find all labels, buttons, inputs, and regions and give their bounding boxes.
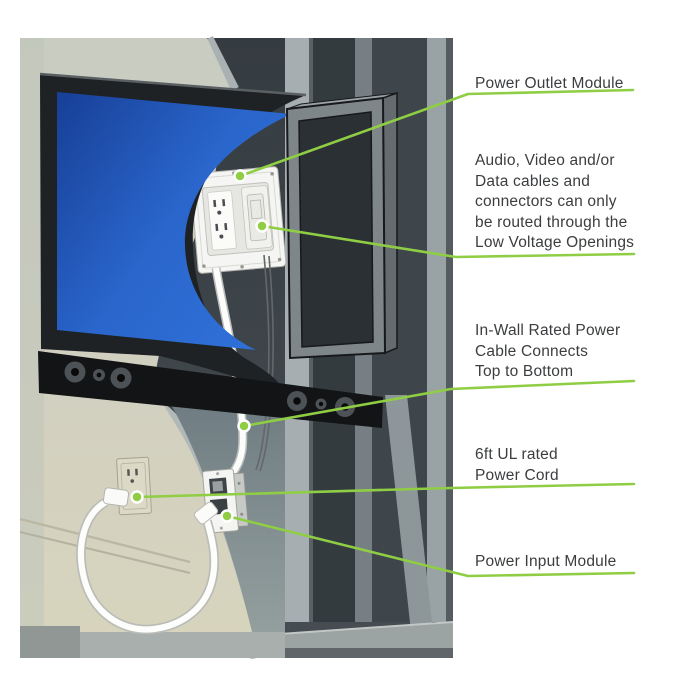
cord-plug-at-outlet <box>102 487 130 507</box>
outlet-slot <box>127 469 130 476</box>
soundbar <box>38 351 383 428</box>
floor <box>20 626 285 658</box>
callout-line-power-input-module <box>225 514 636 578</box>
wall-trim-line <box>19 517 191 564</box>
callout-line-power-outlet-module <box>238 88 635 178</box>
label-in-wall-cable: In-Wall Rated Power Cable Connects Top t… <box>475 322 621 380</box>
callout-dot-power-cord <box>130 490 144 504</box>
label-low-voltage-openings: Audio, Video and/or Data cables and conn… <box>475 152 635 251</box>
wall-trim-line <box>19 531 191 574</box>
low-voltage-opening <box>241 185 273 250</box>
cord-plug-at-module <box>193 501 219 525</box>
duplex-receptacle <box>207 190 237 251</box>
callout-line-in-wall-cable <box>242 379 636 428</box>
tv <box>39 72 307 394</box>
callout-dot-power-input-module <box>220 509 234 523</box>
tv-top-bevel <box>39 72 307 97</box>
power-cord <box>76 497 219 635</box>
callout-line-low-voltage <box>260 224 636 259</box>
wall-corner-shade <box>20 38 44 658</box>
callout-line-power-cord <box>135 482 636 499</box>
callout-dots <box>130 169 269 523</box>
power-outlet-module <box>189 166 287 274</box>
callout-dot-low-voltage <box>255 219 269 233</box>
tv-side-frame <box>285 91 398 360</box>
outlet-ground-hole <box>130 479 135 483</box>
outlet-slot <box>135 468 138 476</box>
label-power-cord: 6ft UL rated Power Cord <box>475 446 559 484</box>
callout-lines <box>135 88 636 578</box>
callout-dot-in-wall-cable <box>237 419 251 433</box>
label-power-outlet-module: Power Outlet Module <box>475 75 624 92</box>
bottom-plate <box>280 622 453 652</box>
tv-screen <box>57 92 291 350</box>
label-power-input-module: Power Input Module <box>475 553 617 570</box>
speaker-icons <box>64 361 355 417</box>
callout-dot-power-outlet-module <box>233 169 247 183</box>
